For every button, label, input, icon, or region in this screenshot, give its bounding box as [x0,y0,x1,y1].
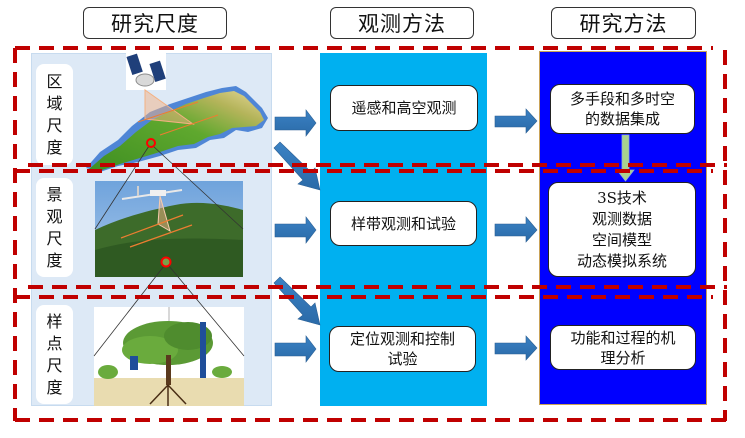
header-observation-method-text: 观测方法 [358,12,446,36]
res-node-3s-models: 3S技术 观测数据 空间模型 动态模拟系统 [548,182,696,277]
scale-char: 景 [46,184,63,204]
scale-label-region: 区 域 尺 度 [36,64,73,165]
header-research-method-text: 研究方法 [579,12,668,36]
node-text: 理分析 [600,348,646,367]
zoom-line [168,265,245,357]
scale-char: 度 [46,137,63,157]
node-text: 3S技术 [597,188,647,207]
node-text: 试验 [387,350,418,368]
scale-label-plot: 样 点 尺 度 [36,305,73,404]
scale-boundaries [13,46,727,422]
landscape-forest-image [95,181,243,277]
scale-char: 观 [46,206,63,226]
plot-tree-image [94,307,244,406]
scale-char: 尺 [46,115,63,135]
node-text: 功能和过程的机 [570,328,676,347]
header-research-scale-text: 研究尺度 [111,12,199,36]
drone-icon [121,186,183,200]
obs-node-positioning: 定位观测和控制 试验 [329,326,476,372]
scale-label-landscape: 景 观 尺 度 [36,178,73,277]
node-text: 样带观测和试验 [350,214,456,233]
region-terrain-image [86,52,268,172]
header-research-method: 研究方法 [551,7,696,39]
arrow-diagonal-icon [273,276,321,326]
header-observation-method: 观测方法 [330,7,474,39]
arrow-down-icon [616,134,635,182]
node-text: 定位观测和控制 [349,330,455,348]
arrow-right-icon [274,109,317,137]
res-node-data-integration: 多手段和多时空 的数据集成 [550,84,695,134]
arrow-right-icon [274,335,317,363]
scale-char: 尺 [46,355,63,375]
highlight-circle-landscape [160,256,172,268]
scale-char: 区 [46,71,63,91]
zoom-line [152,145,244,230]
arrow-right-icon [494,216,538,243]
scale-char: 点 [46,333,63,353]
arrow-right-icon [494,335,538,361]
node-text: 动态模拟系统 [576,251,667,270]
node-text: 多手段和多时空 [569,90,675,108]
node-text: 观测数据 [591,209,652,228]
scale-char: 域 [46,93,63,113]
obs-node-remote-sensing: 遥感和高空观测 [330,85,478,131]
scale-char: 尺 [46,228,63,248]
node-text: 遥感和高空观测 [351,99,457,117]
scale-char: 样 [46,311,63,331]
node-text: 的数据集成 [584,110,660,128]
header-research-scale: 研究尺度 [83,7,227,39]
satellite-icon [126,52,166,90]
scale-char: 度 [46,377,63,397]
res-node-mechanism-analysis: 功能和过程的机 理分析 [550,325,696,370]
arrow-right-icon [494,108,538,134]
highlight-circle-region [146,138,156,148]
zoom-line [94,145,150,230]
node-text: 空间模型 [591,230,652,249]
arrow-right-icon [274,216,317,244]
zoom-line [93,265,165,357]
obs-node-transect: 样带观测和试验 [330,201,477,246]
scale-char: 度 [46,250,63,270]
terrain-landmass [88,91,264,170]
